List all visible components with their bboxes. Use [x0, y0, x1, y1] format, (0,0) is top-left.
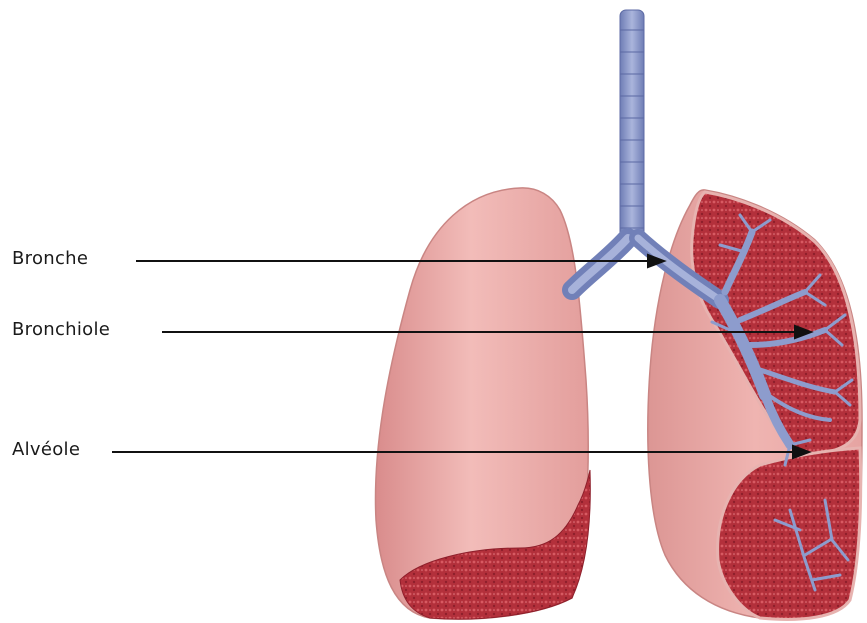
trachea — [620, 10, 644, 240]
label-bronche: Bronche — [12, 248, 88, 269]
label-alveole: Alvéole — [12, 439, 80, 460]
right-lung — [648, 190, 862, 620]
label-bronchiole: Bronchiole — [12, 319, 110, 340]
left-lung — [375, 188, 590, 619]
